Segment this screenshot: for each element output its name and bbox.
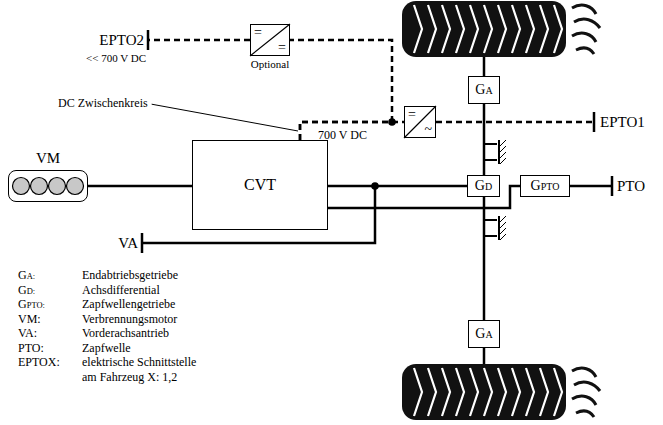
- gearbox-box: GA: [468, 76, 500, 104]
- brake-plate: [498, 216, 500, 240]
- cylinder: [13, 178, 30, 195]
- cylinder: [31, 178, 48, 195]
- tire-body: [402, 1, 566, 57]
- legend-key: GD:: [18, 283, 35, 297]
- optional-note: Optional: [251, 58, 290, 71]
- gearbox-box: GPTO: [520, 175, 570, 197]
- legend-key: GPTO:: [18, 297, 45, 311]
- tire-bottom: [402, 364, 600, 420]
- interface-label: EPTO1: [600, 113, 645, 131]
- interface-label: EPTO2: [99, 31, 144, 49]
- legend-text: Zapfwellengetriebe: [82, 297, 175, 311]
- legend-key: VA:: [18, 326, 37, 340]
- brake-arm: [485, 220, 497, 236]
- engine-cylinders: [13, 178, 84, 195]
- gearbox-label: GA: [475, 326, 492, 341]
- dc-link-line: [436, 121, 594, 124]
- gearbox-label: GA: [475, 82, 492, 97]
- shaft-connector: [88, 185, 192, 188]
- interface-bar: [147, 30, 150, 50]
- leader-line: [152, 104, 298, 131]
- converter-box: =~: [404, 106, 436, 138]
- legend-text: Zapfwelle: [82, 341, 131, 355]
- gearbox-label: GPTO: [531, 178, 560, 193]
- interface-bar: [593, 112, 596, 132]
- dc-link-line: [148, 39, 250, 42]
- brake-hatch: [500, 216, 506, 240]
- gearbox-box: GA: [468, 320, 500, 348]
- tire-tread: [414, 368, 562, 416]
- tread-profile: [572, 5, 600, 54]
- converter-symbol: ~: [424, 122, 432, 137]
- transmission-label: CVT: [244, 176, 276, 194]
- legend-key: EPTOX:: [18, 355, 60, 369]
- converter-symbol: =: [278, 40, 286, 55]
- tire-body: [402, 364, 566, 420]
- interface-bar: [141, 233, 144, 253]
- converter-box: ==: [250, 24, 290, 56]
- converter-symbol: =: [408, 107, 416, 122]
- callout-label: DC Zwischenkreis: [58, 96, 148, 110]
- legend-key: VM:: [18, 312, 41, 326]
- legend-text: Achsdifferential: [82, 283, 160, 297]
- tire-top: [402, 1, 600, 57]
- brake-arm: [485, 144, 497, 160]
- engine-label: VM: [9, 150, 87, 167]
- converter-symbol: =: [254, 25, 262, 40]
- legend-key: PTO:: [18, 341, 44, 355]
- brake-hatch: [500, 140, 506, 164]
- cylinder: [67, 178, 84, 195]
- transmission-box: CVT: [192, 140, 328, 230]
- voltage-label: 700 V DC: [318, 128, 367, 142]
- dc-link-connector: [290, 40, 392, 140]
- legend-text: elektrische Schnittstelle am Fahrzeug X:…: [82, 355, 204, 384]
- legend-text: Verbrennungsmotor: [82, 312, 177, 326]
- legend-key: GA:: [18, 268, 35, 282]
- brake-symbol: [485, 140, 506, 164]
- brake-symbol: [485, 216, 506, 240]
- engine-box: VM: [8, 170, 88, 202]
- pto-shaft: [570, 185, 612, 188]
- shaft-connector: [328, 185, 467, 188]
- cylinder: [49, 178, 66, 195]
- differential-box: GD: [467, 175, 500, 197]
- tire-tread: [414, 5, 562, 53]
- gearbox-label: GD: [475, 178, 492, 193]
- shaft-connector: [483, 104, 486, 175]
- interface-bar: [611, 176, 614, 196]
- interface-label: PTO: [617, 177, 645, 195]
- tread-profile: [572, 368, 600, 417]
- legend-text: Vorderachsantrieb: [82, 326, 169, 340]
- legend-text: Endabtriebsgetriebe: [82, 268, 178, 282]
- voltage-note: << 700 V DC: [86, 52, 146, 65]
- interface-label: VA: [118, 234, 138, 252]
- brake-plate: [498, 140, 500, 164]
- shaft-connector: [483, 197, 486, 320]
